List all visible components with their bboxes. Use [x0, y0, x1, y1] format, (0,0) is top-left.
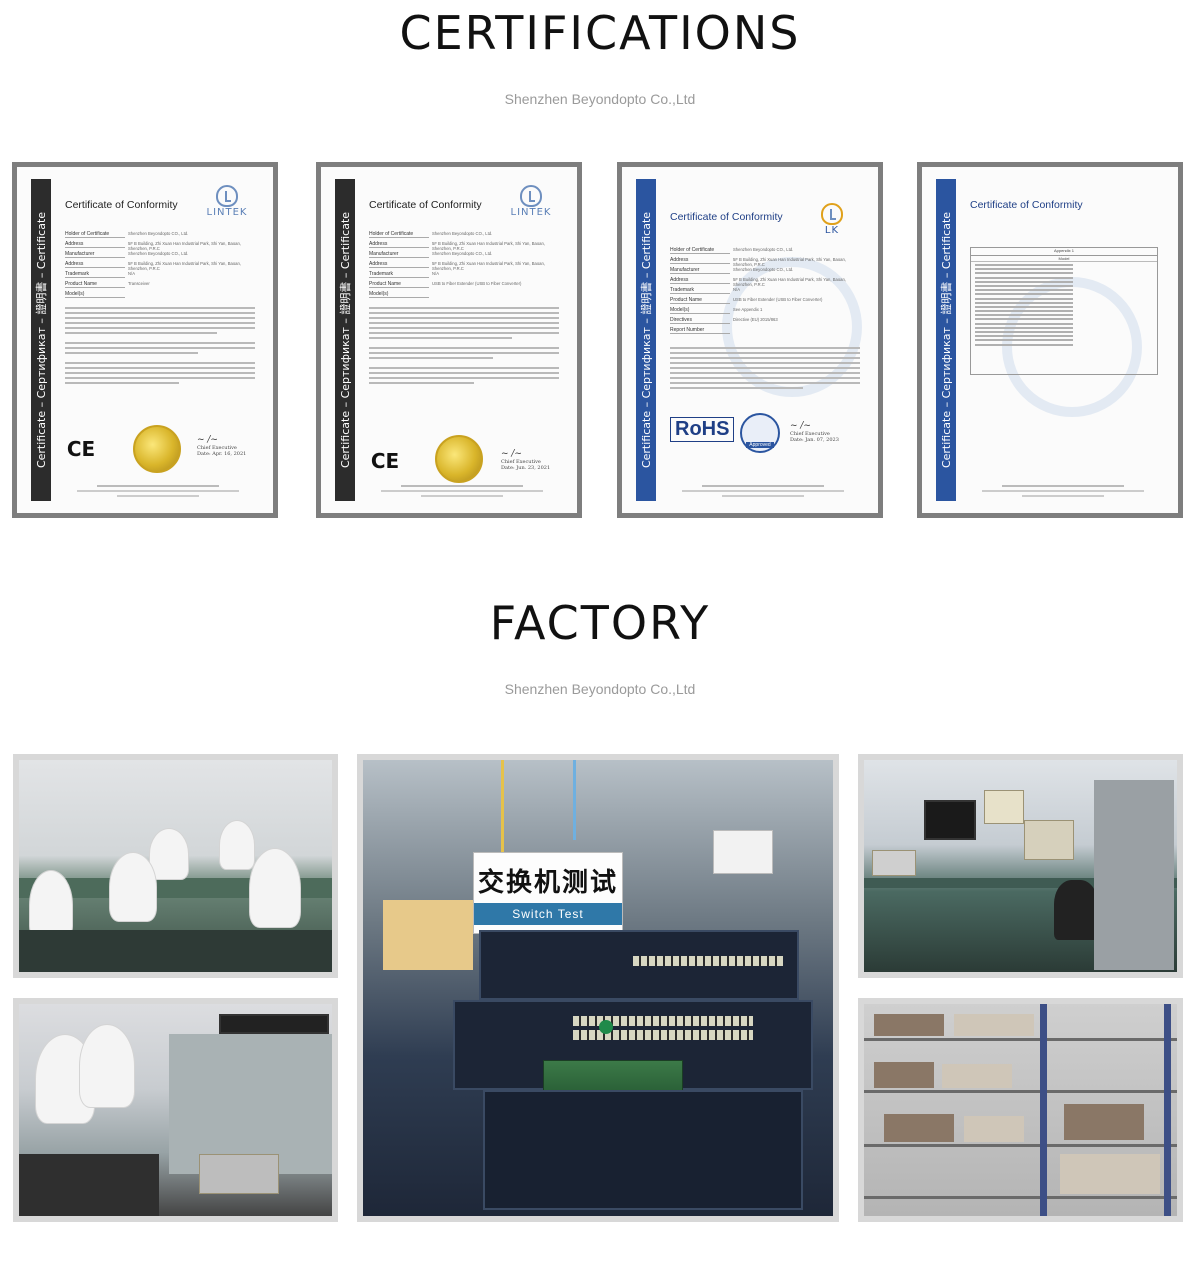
approved-seal-icon: Approved	[740, 413, 780, 453]
certificate-side-band: Certificate – Сертификат – 證明書 – Certifi…	[31, 179, 51, 501]
rohs-mark: RoHS	[670, 417, 735, 442]
certifications-subtitle: Shenzhen Beyondopto Co.,Ltd	[504, 91, 696, 107]
cleanroom-workers-photo[interactable]	[13, 998, 338, 1222]
certifications-title: CERTIFICATIONS	[399, 6, 801, 60]
certificate-paper: Certificate – Сертификат – 證明書 – Certifi…	[17, 167, 273, 513]
certificate-body-text	[670, 347, 860, 392]
signature: ~ /~ Chief Executive Date: Jun. 23, 2021	[501, 449, 551, 471]
photo-image	[19, 1004, 332, 1216]
factory-subtitle: Shenzhen Beyondopto Co.,Ltd	[504, 681, 696, 697]
certificate-title: Certificate of Conformity	[65, 199, 178, 211]
certificate-side-band: Certificate – Сертификат – 證明書 – Certifi…	[335, 179, 355, 501]
lk-logo: LK	[808, 203, 856, 236]
certificate-side-band: Certificate – Сертификат – 證明書 – Certifi…	[936, 179, 956, 501]
switch-test-sign: 交换机测试 Switch Test	[473, 852, 623, 934]
shield-icon	[520, 185, 542, 207]
certificate-title: Certificate of Conformity	[670, 211, 783, 223]
certificate-paper: Certificate – Сертификат – 證明書 – Certifi…	[922, 167, 1178, 513]
photo-image	[864, 760, 1177, 972]
certificate-footer	[57, 485, 259, 497]
signature: ~ /~ Chief Executive Date: Apr. 16, 2021	[197, 435, 247, 457]
certificate-title: Certificate of Conformity	[369, 199, 482, 211]
certificate-paper: Certificate – Сертификат – 證明書 – Certifi…	[321, 167, 577, 513]
certificate-side-band: Certificate – Сертификат – 證明書 – Certifi…	[636, 179, 656, 501]
ce-mark-icon: CE	[370, 449, 400, 473]
certificate-rohs[interactable]: Certificate – Сертификат – 證明書 – Certifi…	[617, 162, 883, 518]
certificate-body-text	[65, 307, 255, 387]
appendix-model-table: Appendix 1 Model	[970, 247, 1158, 375]
ce-mark-icon: CE	[66, 437, 96, 461]
certificate-title: Certificate of Conformity	[970, 199, 1083, 211]
certificate-paper: Certificate – Сертификат – 證明書 – Certifi…	[622, 167, 878, 513]
warehouse-photo[interactable]	[858, 998, 1183, 1222]
certificate-footer	[962, 485, 1164, 497]
appendix-heading: Appendix 1	[971, 248, 1157, 256]
test-lab-photo[interactable]	[858, 754, 1183, 978]
certificate-rohs-appendix[interactable]: Certificate – Сертификат – 證明書 – Certifi…	[917, 162, 1183, 518]
certificate-footer	[662, 485, 864, 497]
certificate-footer	[361, 485, 563, 497]
shield-icon	[216, 185, 238, 207]
photo-image	[864, 1004, 1177, 1216]
gold-seal-icon	[435, 435, 483, 483]
certificate-body-text	[369, 307, 559, 387]
photo-image: 交换机测试 Switch Test	[363, 760, 833, 1216]
lintek-logo: LINTEK	[203, 185, 251, 218]
lk-badge-icon	[821, 203, 843, 225]
switch-test-photo[interactable]: 交换机测试 Switch Test	[357, 754, 839, 1222]
gold-seal-icon	[133, 425, 181, 473]
watermark-seal	[722, 257, 862, 397]
model-column-header: Model	[971, 256, 1157, 262]
signature: ~ /~ Chief Executive Date: Jan. 07, 2023	[790, 421, 839, 443]
factory-title: FACTORY	[489, 596, 711, 650]
photo-image	[19, 760, 332, 972]
cleanroom-assembly-photo[interactable]	[13, 754, 338, 978]
certificate-ce-usb-extender[interactable]: Certificate – Сертификат – 證明書 – Certifi…	[316, 162, 582, 518]
lintek-logo: LINTEK	[507, 185, 555, 218]
certificate-ce-transceiver[interactable]: Certificate – Сертификат – 證明書 – Certifi…	[12, 162, 278, 518]
